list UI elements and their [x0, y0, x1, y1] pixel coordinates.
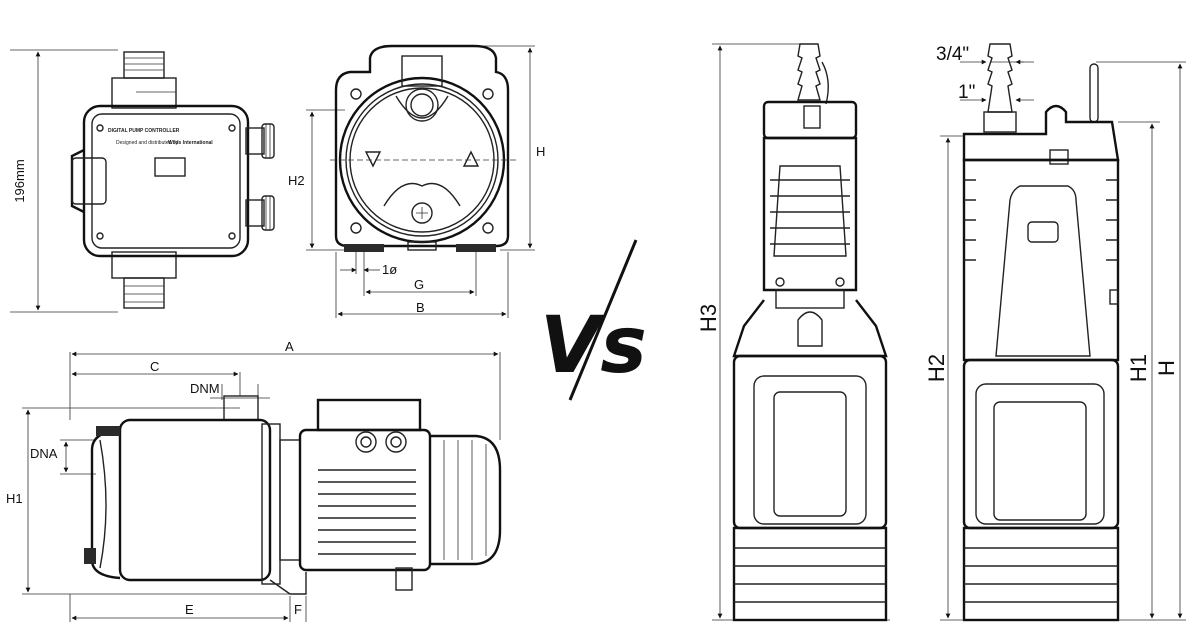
motor-fins	[318, 469, 416, 555]
front-diameter-label: 1ø	[382, 262, 397, 277]
sub-side-h-label: H	[1154, 360, 1179, 376]
submersible-side-view-drawing: 3/4" 1" H2	[924, 43, 1186, 622]
versus-mark: Vs	[540, 239, 647, 401]
controller-brand: Wilds International	[168, 140, 213, 146]
sub-side-h2-label: H2	[924, 354, 949, 382]
side-dnm-label: DNM	[190, 381, 220, 396]
controller-subtitle: Designed and distributed by	[116, 140, 178, 146]
versus-text: Vs	[540, 301, 647, 391]
pump-front-view-drawing: H H2	[288, 44, 545, 318]
front-b-label: B	[416, 300, 425, 315]
pump-controller-drawing: 196mm DIGITAL P	[10, 49, 275, 313]
side-h1-label: H1	[6, 491, 23, 506]
front-h2-label: H2	[288, 173, 305, 188]
sub-side-h1-label: H1	[1126, 354, 1151, 382]
side-c-label: C	[150, 359, 159, 374]
sub-side-outlet-34-label: 3/4"	[936, 44, 969, 65]
front-h-label: H	[536, 144, 545, 159]
side-a-label: A	[285, 339, 294, 354]
sub-front-h3-label: H3	[696, 304, 721, 332]
controller-title: DIGITAL PUMP CONTROLLER	[108, 128, 180, 134]
front-g-label: G	[414, 277, 424, 292]
side-f-label: F	[294, 602, 302, 617]
controller-height-label: 196mm	[12, 159, 27, 202]
sub-side-outlet-1-label: 1"	[958, 82, 975, 103]
pump-side-view-drawing: A C DNM H1 DNA	[6, 339, 502, 622]
submersible-front-view-drawing: H3	[696, 43, 890, 622]
side-e-label: E	[185, 602, 194, 617]
side-dna-label: DNA	[30, 446, 58, 461]
